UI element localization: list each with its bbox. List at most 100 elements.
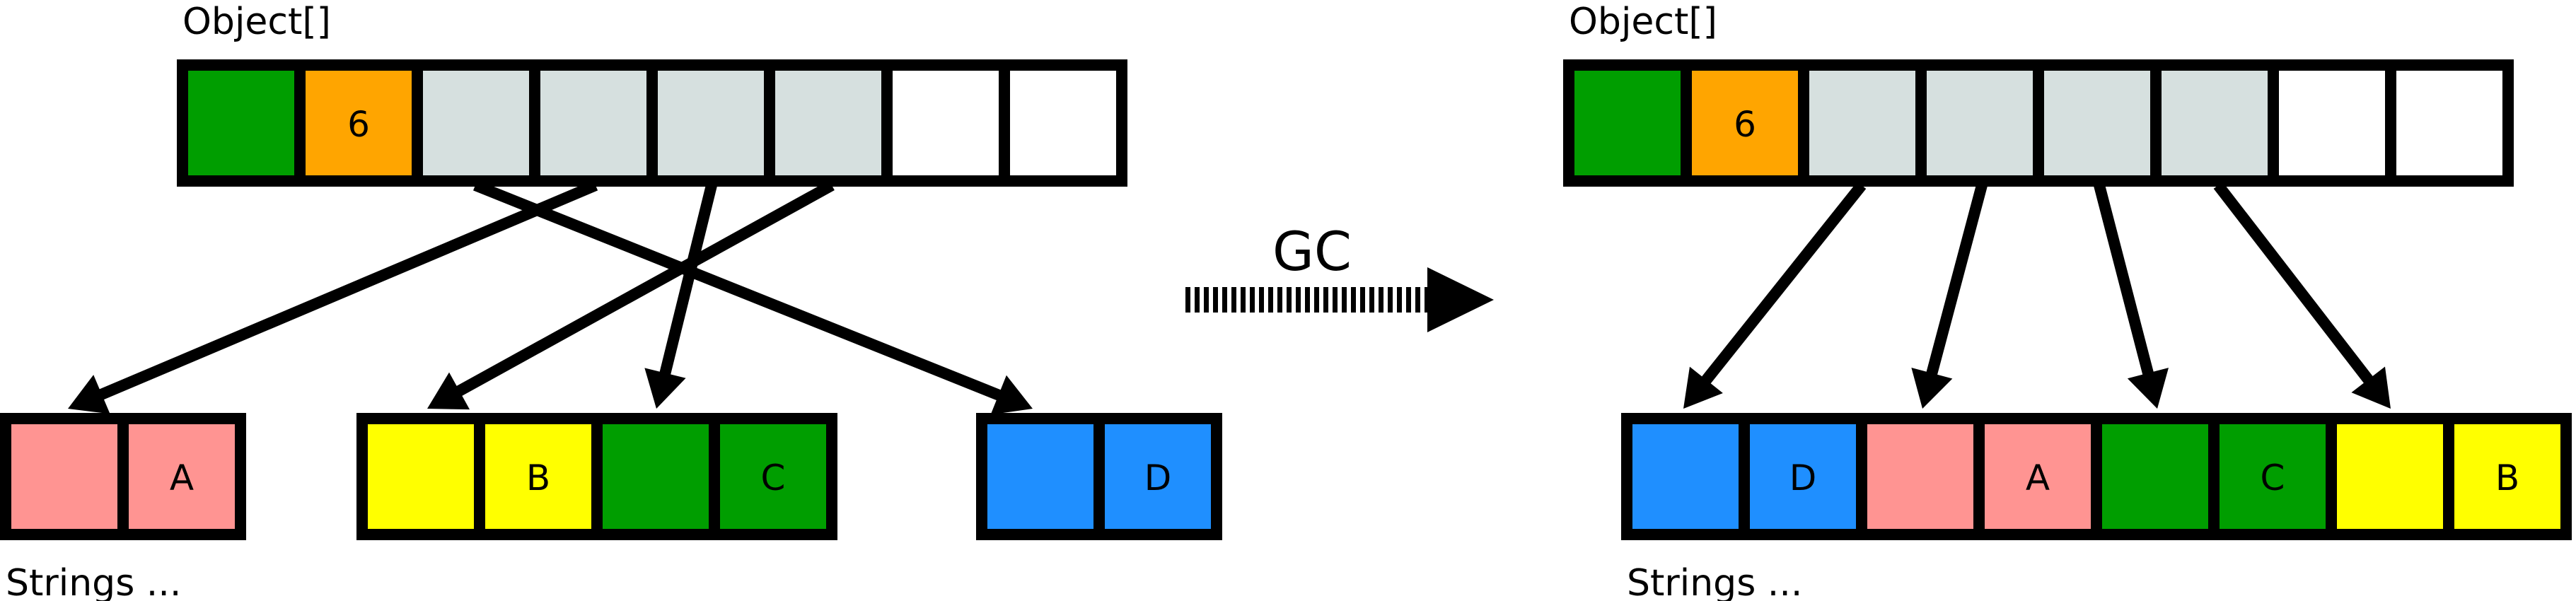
before-string-cell bbox=[356, 413, 485, 540]
after-string-cell-label: A bbox=[2026, 457, 2050, 498]
after-string-cell-box bbox=[1621, 413, 1750, 540]
after-string-cell-box bbox=[1973, 413, 2102, 540]
before-array-cell bbox=[881, 59, 1010, 187]
before-array-cell-box bbox=[294, 59, 423, 187]
after-reference-arrow-c-head bbox=[2127, 368, 2169, 409]
before-array-cell bbox=[177, 59, 306, 187]
before-string-cell-label: C bbox=[761, 457, 786, 498]
before-string-cell: C bbox=[709, 413, 837, 540]
before-string-cell-box bbox=[976, 413, 1105, 540]
before-string-group: D bbox=[976, 413, 1222, 540]
after-reference-arrow-b bbox=[2213, 182, 2391, 409]
gc-label: GC bbox=[1272, 220, 1352, 283]
after-string-cell bbox=[1856, 413, 1985, 540]
after-array-cell-label: 6 bbox=[1734, 104, 1756, 145]
after-string-cell-box bbox=[1856, 413, 1985, 540]
after-string-cell-box bbox=[2091, 413, 2220, 540]
before-string-cell-label: A bbox=[170, 457, 194, 498]
before-string-cell-box bbox=[474, 413, 603, 540]
after-array-cell-box bbox=[1681, 59, 1809, 187]
before-string-cell-box bbox=[591, 413, 720, 540]
after-string-cell bbox=[1621, 413, 1750, 540]
after-reference-arrow-a-shaft bbox=[1925, 183, 1988, 378]
after-array-cell bbox=[1915, 59, 2044, 187]
before-reference-arrow-d-head bbox=[990, 375, 1033, 415]
after-string-cell bbox=[2326, 413, 2454, 540]
before-string-cell bbox=[976, 413, 1105, 540]
after-string-cell: D bbox=[1739, 413, 1867, 540]
before-references bbox=[68, 180, 1033, 415]
after-string-cell: B bbox=[2443, 413, 2572, 540]
after-reference-arrow-b-head bbox=[2351, 366, 2391, 409]
before-reference-arrow-a-head bbox=[68, 375, 110, 414]
before-array-cell: 6 bbox=[294, 59, 423, 187]
before-array-cell-box bbox=[764, 59, 893, 187]
after-array-cell-box bbox=[1563, 59, 1692, 187]
after-reference-arrow-d-shaft bbox=[1700, 182, 1867, 386]
before-array-cell-box bbox=[881, 59, 1010, 187]
before-string-cell: A bbox=[117, 413, 246, 540]
before-array-cell bbox=[529, 59, 658, 187]
before-string-cell-box bbox=[709, 413, 837, 540]
after-string-cell-label: C bbox=[2261, 457, 2285, 498]
before-reference-arrow-a bbox=[68, 180, 598, 414]
before-reference-arrow-b-head bbox=[427, 372, 470, 410]
after-strings-label: Strings ... bbox=[1627, 562, 1802, 601]
after-array-cell bbox=[2150, 59, 2279, 187]
after-string-cell: C bbox=[2208, 413, 2337, 540]
before-reference-arrow-b bbox=[427, 180, 835, 410]
after-reference-arrow-b-shaft bbox=[2213, 182, 2374, 385]
before-array-label: Object[] bbox=[182, 1, 331, 43]
after-array-cell-box bbox=[2033, 59, 2162, 187]
before-reference-arrow-c-shaft bbox=[658, 184, 717, 378]
after-array-cell bbox=[2385, 59, 2514, 187]
before-reference-arrow-b-shaft bbox=[454, 180, 835, 397]
after-string-cell bbox=[2091, 413, 2220, 540]
after-reference-arrow-d-head bbox=[1683, 366, 1723, 409]
before-string-cell-box bbox=[1093, 413, 1222, 540]
after-array-cell-box bbox=[1915, 59, 2044, 187]
before-string-cell: B bbox=[474, 413, 603, 540]
before-string-cell: D bbox=[1093, 413, 1222, 540]
before-string-group: A bbox=[0, 413, 246, 540]
after-object-array: 6 bbox=[1563, 59, 2514, 187]
before-reference-arrow-c bbox=[644, 184, 717, 409]
gc-transition: GC bbox=[1185, 220, 1494, 332]
before-reference-arrow-d bbox=[473, 180, 1033, 415]
after-array-cell-box bbox=[2385, 59, 2514, 187]
before-array-cell-label: 6 bbox=[347, 104, 370, 145]
after-string-cell-label: B bbox=[2495, 457, 2519, 498]
before-string-cell-box bbox=[117, 413, 246, 540]
after-array-label: Object[] bbox=[1569, 1, 1717, 43]
gc-arrow-head bbox=[1427, 267, 1494, 332]
before-array-cell bbox=[764, 59, 893, 187]
before-array-cell bbox=[999, 59, 1127, 187]
after-string-cell: A bbox=[1973, 413, 2102, 540]
before-reference-arrow-c-head bbox=[644, 368, 686, 409]
after-string-cell-box bbox=[2443, 413, 2572, 540]
after-reference-arrow-a-head bbox=[1911, 368, 1953, 409]
before-array-cell-box bbox=[999, 59, 1127, 187]
before-string-cell-box bbox=[356, 413, 485, 540]
before-string-cell-box bbox=[0, 413, 129, 540]
after-array-cell-box bbox=[1798, 59, 1927, 187]
after-array-cell bbox=[1563, 59, 1692, 187]
after-references bbox=[1683, 182, 2391, 409]
before-array-cell-box bbox=[177, 59, 306, 187]
after-reference-arrow-d bbox=[1683, 182, 1867, 409]
before-string-cell-label: B bbox=[526, 457, 550, 498]
after-array-cell-box bbox=[2150, 59, 2279, 187]
after-panel: Object[] 6 D A C B Strings ... bbox=[1563, 1, 2572, 601]
before-array-cell-box bbox=[412, 59, 540, 187]
before-string-cell-label: D bbox=[1144, 457, 1172, 498]
before-object-array: 6 bbox=[177, 59, 1127, 187]
before-array-cell bbox=[646, 59, 775, 187]
before-reference-arrow-a-shaft bbox=[97, 180, 598, 401]
after-array-cell: 6 bbox=[1681, 59, 1809, 187]
before-strings-label: Strings ... bbox=[6, 562, 181, 601]
before-array-cell bbox=[412, 59, 540, 187]
